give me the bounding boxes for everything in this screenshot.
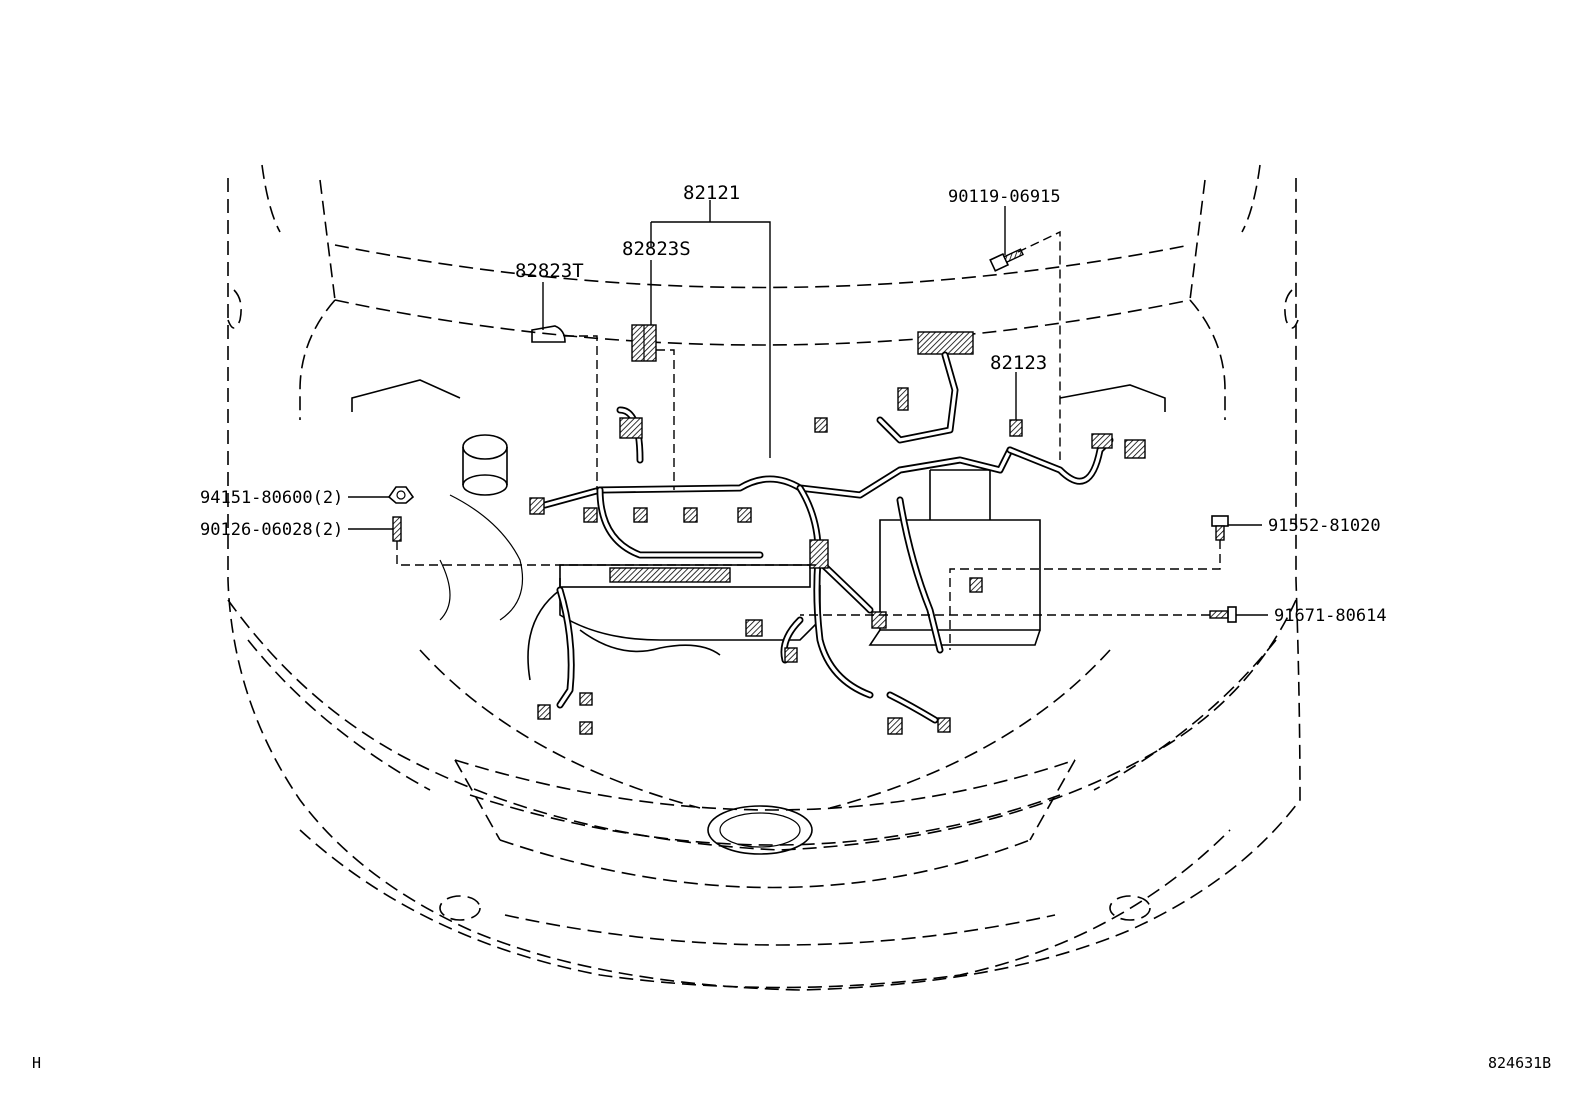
label-90119-06915: 90119-06915 bbox=[948, 187, 1061, 207]
footer-left-code: H bbox=[32, 1054, 41, 1072]
diagram-number: 824631B bbox=[1488, 1054, 1551, 1072]
emblem-logo bbox=[707, 805, 813, 855]
label-82823t: 82823T bbox=[515, 260, 584, 282]
label-82823s: 82823S bbox=[622, 238, 691, 260]
engine-bay-outline bbox=[351, 331, 1166, 681]
bolt-91552-icon bbox=[1211, 515, 1229, 541]
label-82121: 82121 bbox=[683, 182, 740, 204]
label-90126-06028: 90126-06028(2) bbox=[200, 520, 343, 540]
wire-harness-82121 bbox=[541, 351, 1114, 724]
part-number-labels: 82121 82823S 82823T 90119-06915 82123 94… bbox=[200, 182, 1387, 626]
nut-94151-icon bbox=[387, 486, 415, 504]
label-82123: 82123 bbox=[990, 352, 1047, 374]
leader-lines bbox=[348, 200, 1268, 650]
label-91552-81020: 91552-81020 bbox=[1268, 516, 1381, 536]
block-82823s bbox=[631, 324, 657, 362]
label-94151-80600: 94151-80600(2) bbox=[200, 488, 343, 508]
cover-82823t bbox=[531, 325, 566, 343]
stud-90126-icon bbox=[392, 516, 402, 542]
harness-connectors bbox=[529, 387, 1146, 735]
label-91671-80614: 91671-80614 bbox=[1274, 606, 1387, 626]
vehicle-body-outline bbox=[227, 164, 1301, 991]
bolt-90119-icon bbox=[989, 248, 1024, 272]
bolt-91671-icon bbox=[1209, 606, 1237, 623]
